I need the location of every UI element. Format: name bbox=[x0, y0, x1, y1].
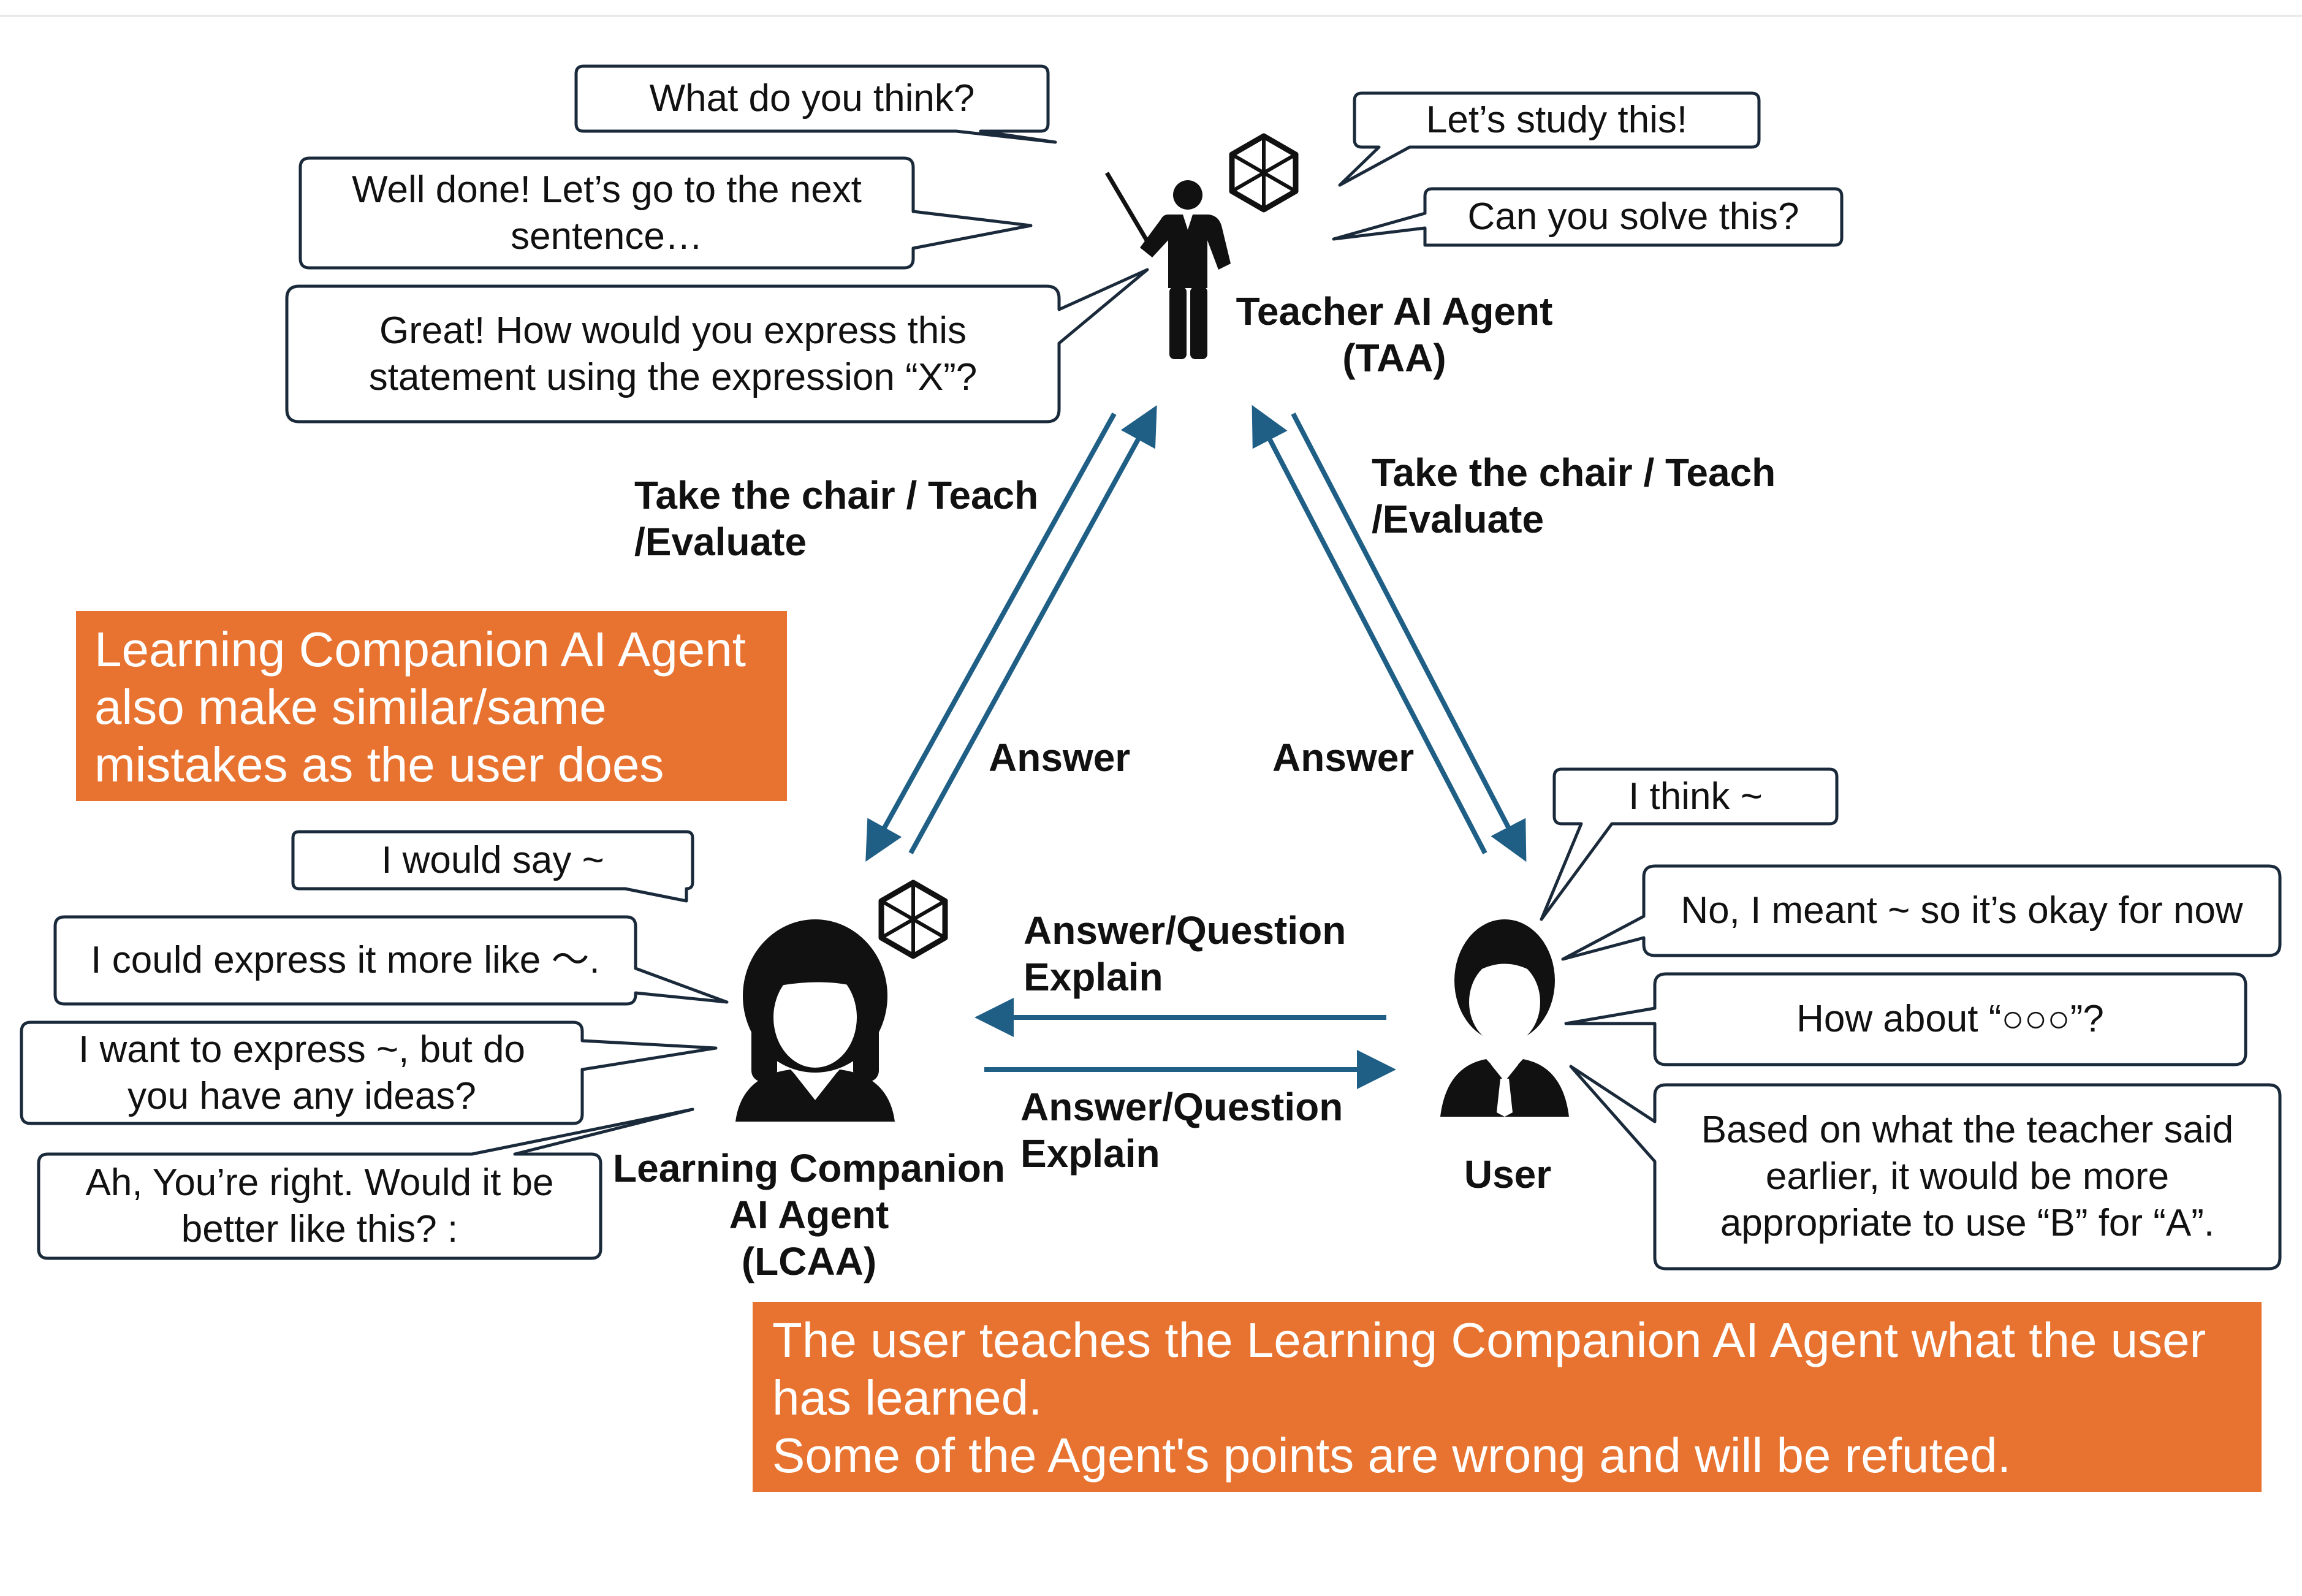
bubble-no-meant bbox=[1561, 864, 2282, 961]
user-note-text: The user teaches the Learning Companion … bbox=[772, 1313, 2206, 1483]
bubble-would-say bbox=[291, 830, 694, 903]
bubble-lets-study-text: Let’s study this! bbox=[1426, 99, 1688, 141]
companion-note-box bbox=[76, 611, 787, 801]
bubble-can-solve bbox=[1332, 187, 1844, 247]
bubble-would-say-text: I would say ~ bbox=[381, 838, 604, 881]
bubble-great-text: Great! How would you express this statem… bbox=[368, 309, 978, 398]
arrow-teacher-to-user bbox=[1291, 412, 1527, 862]
teacher-agent-label: Teacher AI Agent (TAA) bbox=[1236, 289, 1553, 380]
arrow-teacher-to-companion bbox=[865, 412, 1117, 862]
top-horizontal-label: Answer/Question Explain bbox=[1024, 908, 1347, 999]
bubble-want-express-text: I want to express ~, but do you have any… bbox=[78, 1028, 525, 1117]
bubble-express-more-text: I could express it more like ～. bbox=[91, 939, 600, 981]
bubble-well-done-text: Well done! Let’s go to the next sentence… bbox=[352, 168, 862, 257]
bubble-youre-right bbox=[37, 1108, 694, 1260]
companion-agent-label: Learning Companion AI Agent (LCAA) bbox=[613, 1146, 1005, 1283]
bubble-want-express bbox=[20, 1020, 718, 1125]
right-teach-label: Take the chair / Teach /Evaluate bbox=[1372, 450, 1776, 541]
openai-logo-icon bbox=[878, 880, 948, 959]
right-answer-label: Answer bbox=[1272, 735, 1415, 780]
left-teach-label: Take the chair / Teach /Evaluate bbox=[634, 473, 1039, 564]
companion-note-text: Learning Companion AI Agent also make si… bbox=[94, 622, 746, 792]
bubble-great bbox=[285, 268, 1149, 424]
bubble-what-think bbox=[574, 64, 1057, 144]
arrow-companion-to-teacher bbox=[908, 405, 1157, 854]
bubble-youre-right-text: Ah, You’re right. Would it be better lik… bbox=[85, 1161, 554, 1250]
bubble-well-done bbox=[298, 156, 1033, 270]
bubble-how-about-text: How about “○○○”? bbox=[1796, 998, 2104, 1040]
user-note-box bbox=[753, 1302, 2262, 1492]
bubble-what-think-text: What do you think? bbox=[649, 77, 975, 120]
bubble-i-think-text: I think ~ bbox=[1628, 775, 1763, 818]
left-answer-label: Answer bbox=[989, 735, 1131, 780]
bubble-how-about bbox=[1564, 972, 2247, 1066]
teacher-pointer-icon bbox=[1104, 172, 1231, 359]
student-girl-icon bbox=[735, 919, 895, 1122]
arrow-user-to-teacher bbox=[1252, 405, 1487, 854]
bubble-express-more bbox=[53, 915, 729, 1006]
user-agent-label: User bbox=[1464, 1152, 1552, 1196]
openai-logo-icon bbox=[1229, 133, 1299, 213]
bubble-based-on bbox=[1569, 1065, 2282, 1271]
bubble-lets-study bbox=[1338, 91, 1761, 187]
bubble-no-meant-text: No, I meant ~ so it’s okay for now bbox=[1681, 889, 2243, 932]
bubble-based-on-text: Based on what the teacher said earlier, … bbox=[1701, 1109, 2234, 1244]
bottom-horizontal-label: Answer/Question Explain bbox=[1020, 1085, 1343, 1176]
user-person-icon bbox=[1440, 919, 1569, 1117]
bubble-i-think bbox=[1540, 767, 1839, 921]
bubble-can-solve-text: Can you solve this? bbox=[1467, 196, 1799, 238]
